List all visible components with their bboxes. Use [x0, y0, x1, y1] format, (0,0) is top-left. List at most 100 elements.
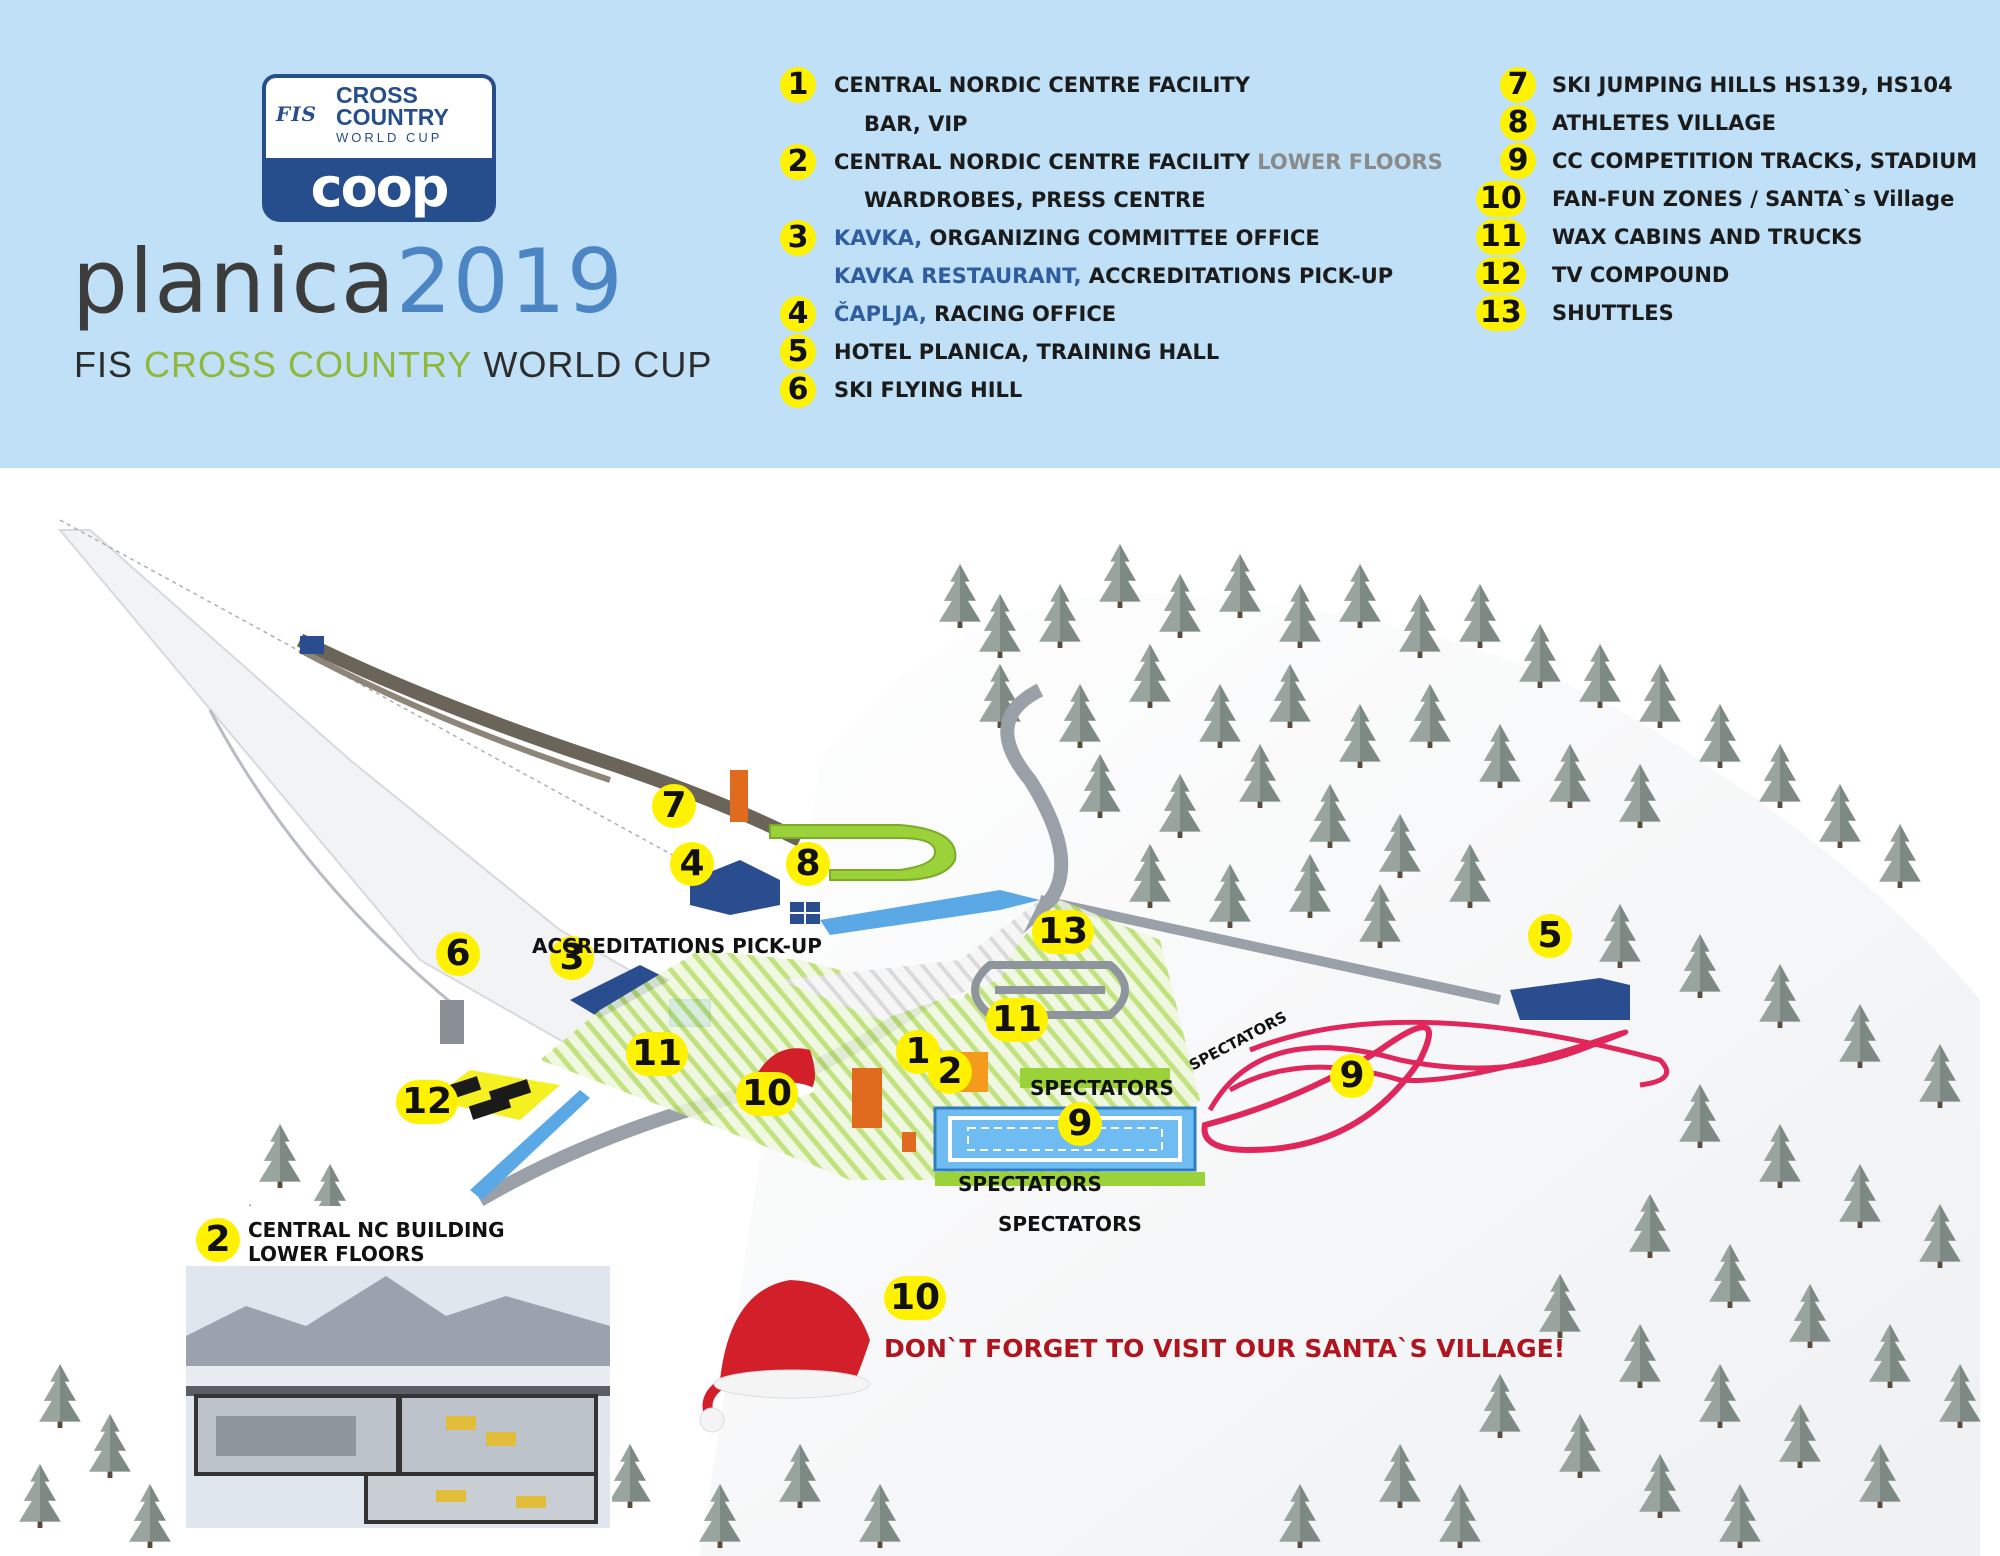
- legend-text-part: ORGANIZING COMMITTEE OFFICE: [922, 226, 1320, 250]
- legend-marker: 10: [1476, 181, 1526, 217]
- logo-world-cup-text: WORLD CUP: [336, 130, 443, 145]
- legend-marker: 5: [780, 334, 816, 370]
- legend-text-part: HOTEL PLANICA, TRAINING HALL: [834, 340, 1220, 364]
- legend-marker: 11: [1476, 219, 1526, 255]
- inset-building-cutaway: [186, 1266, 610, 1528]
- logo-fis-text: FIS: [276, 102, 317, 126]
- logo-coop-text: coop: [310, 156, 450, 219]
- legend-entry-text: WARDROBES, PRESS CENTRE: [864, 187, 1206, 213]
- fan-zone-scoreboard: [852, 1068, 882, 1128]
- map-marker: 9: [1058, 1102, 1102, 1146]
- map-marker: 11: [986, 998, 1049, 1042]
- label-spectators-stand: SPECTATORS: [1030, 1076, 1174, 1100]
- legend-marker: 4: [780, 296, 816, 332]
- scoreboard-tower: [730, 770, 748, 822]
- legend-entry-text: TV COMPOUND: [1552, 263, 1730, 287]
- logo-top-panel: [262, 74, 496, 158]
- map-marker: 5: [1528, 914, 1572, 958]
- pond-channel: [820, 890, 1040, 935]
- logo-cross-text: CROSS: [336, 82, 418, 108]
- ski-flying-tower: [440, 1000, 464, 1044]
- legend-entry-text: ATHLETES VILLAGE: [1552, 111, 1777, 135]
- competition-track-loop-c: [1249, 1019, 1670, 1088]
- map-marker: 2: [928, 1050, 972, 1094]
- legend-text-part: WARDROBES, PRESS CENTRE: [864, 188, 1206, 212]
- building-caplja: [690, 860, 780, 915]
- logo-bottom-panel: [262, 158, 496, 222]
- legend-entry-text: HOTEL PLANICA, TRAINING HALL: [834, 339, 1219, 365]
- map-marker: 10: [736, 1072, 799, 1116]
- road-to-hotel: [1038, 895, 1502, 1005]
- hill-edge-line: [208, 709, 461, 1012]
- map-marker: 9: [1330, 1054, 1374, 1098]
- athletes-village-cabins: [790, 902, 820, 924]
- map-marker: 3: [550, 936, 594, 980]
- legend-text-part: ČAPLJA,: [834, 302, 927, 326]
- map-marker: 12: [396, 1080, 459, 1124]
- fis-coop-logo: FIS CROSS COUNTRY WORLD CUP coop: [262, 74, 496, 222]
- parking-hatched: [780, 900, 1040, 1020]
- legend-entry-text: ČAPLJA, RACING OFFICE: [834, 301, 1116, 327]
- building-kavka: [570, 965, 670, 1018]
- santa-village-message: DON`T FORGET TO VISIT OUR SANTA`S VILLAG…: [884, 1334, 1566, 1363]
- legend-marker: 8: [1500, 105, 1536, 141]
- legend-text-part: SKI FLYING HILL: [834, 378, 1023, 402]
- wordmark-year: 2019: [395, 230, 624, 333]
- subtitle-cross-country: CROSS COUNTRY: [144, 344, 473, 385]
- legend-text-part: LOWER FLOORS: [1257, 150, 1443, 174]
- hotel-planica: [1510, 978, 1630, 1020]
- legend-marker: 3: [780, 220, 816, 256]
- legend-marker: 7: [1500, 67, 1536, 103]
- legend-marker: 6: [780, 372, 816, 408]
- subtitle-world-cup: WORLD CUP: [483, 344, 713, 385]
- legend-text-part: KAVKA,: [834, 226, 923, 250]
- legend-text-part: KAVKA RESTAURANT,: [834, 264, 1082, 288]
- legend-entry-text: CENTRAL NORDIC CENTRE FACILITY LOWER FLO…: [834, 149, 1443, 175]
- event-subtitle: FIS CROSS COUNTRY WORLD CUP: [74, 344, 712, 386]
- competition-track-loop-a: [1201, 1024, 1432, 1154]
- legend-marker: 2: [780, 144, 816, 180]
- map-marker: 7: [652, 784, 696, 828]
- legend-entry-text: CC COMPETITION TRACKS, STADIUM: [1552, 149, 1978, 173]
- map-marker: 4: [670, 842, 714, 886]
- ski-jump-inrun-small: [298, 647, 611, 783]
- legend-entry-text: BAR, VIP: [864, 111, 968, 137]
- jump-tower: [300, 636, 324, 654]
- water-channel: [470, 1090, 590, 1200]
- inset-title-line1: CENTRAL NC BUILDING: [248, 1218, 505, 1242]
- legend-entry-text: SHUTTLES: [1552, 301, 1674, 325]
- map-marker: 8: [786, 842, 830, 886]
- label-spectators-bottom: SPECTATORS: [998, 1212, 1142, 1236]
- legend-entry-text: KAVKA RESTAURANT, ACCREDITATIONS PICK-UP: [834, 263, 1393, 289]
- legend-text-part: BAR, VIP: [864, 112, 968, 136]
- inset-title-line2: LOWER FLOORS: [248, 1242, 425, 1266]
- legend-entry-text: SKI FLYING HILL: [834, 377, 1022, 403]
- header-band: FIS CROSS COUNTRY WORLD CUP coop planica…: [0, 0, 2000, 468]
- event-wordmark: planica2019: [72, 232, 624, 332]
- label-accreditations: ACCREDITATIONS PICK-UP: [532, 934, 822, 958]
- legend-entry-text: SKI JUMPING HILLS HS139, HS104: [1552, 73, 1953, 97]
- legend-entry-text: FAN-FUN ZONES / SANTA`s Village: [1552, 187, 1955, 211]
- legend-marker: 9: [1500, 143, 1536, 179]
- legend-entry-text: KAVKA, ORGANIZING COMMITTEE OFFICE: [834, 225, 1320, 251]
- competition-track-loop-b: [1207, 1029, 1629, 1112]
- chairlift-line: [59, 519, 701, 871]
- jump-spectator-stand: [769, 824, 957, 881]
- santa-number: 10: [884, 1276, 947, 1320]
- legend-marker: 12: [1476, 257, 1526, 293]
- small-orange-booth: [902, 1132, 916, 1152]
- map-marker: 13: [1032, 910, 1095, 954]
- subtitle-fis: FIS: [74, 344, 134, 385]
- map-marker: 6: [436, 932, 480, 976]
- santa-hat-large-icon: [699, 1280, 871, 1433]
- legend-text-part: CENTRAL NORDIC CENTRE FACILITY: [834, 73, 1250, 97]
- label-spectators-front: SPECTATORS: [958, 1172, 1102, 1196]
- map-marker: 11: [626, 1032, 689, 1076]
- inset-number: 2: [196, 1218, 240, 1262]
- legend-text-part: CENTRAL NORDIC CENTRE FACILITY: [834, 150, 1258, 174]
- legend-marker: 1: [780, 67, 816, 103]
- logo-country-text: COUNTRY: [336, 104, 449, 130]
- wordmark-planica: planica: [72, 230, 396, 333]
- legend-text-part: ACCREDITATIONS PICK-UP: [1081, 264, 1394, 288]
